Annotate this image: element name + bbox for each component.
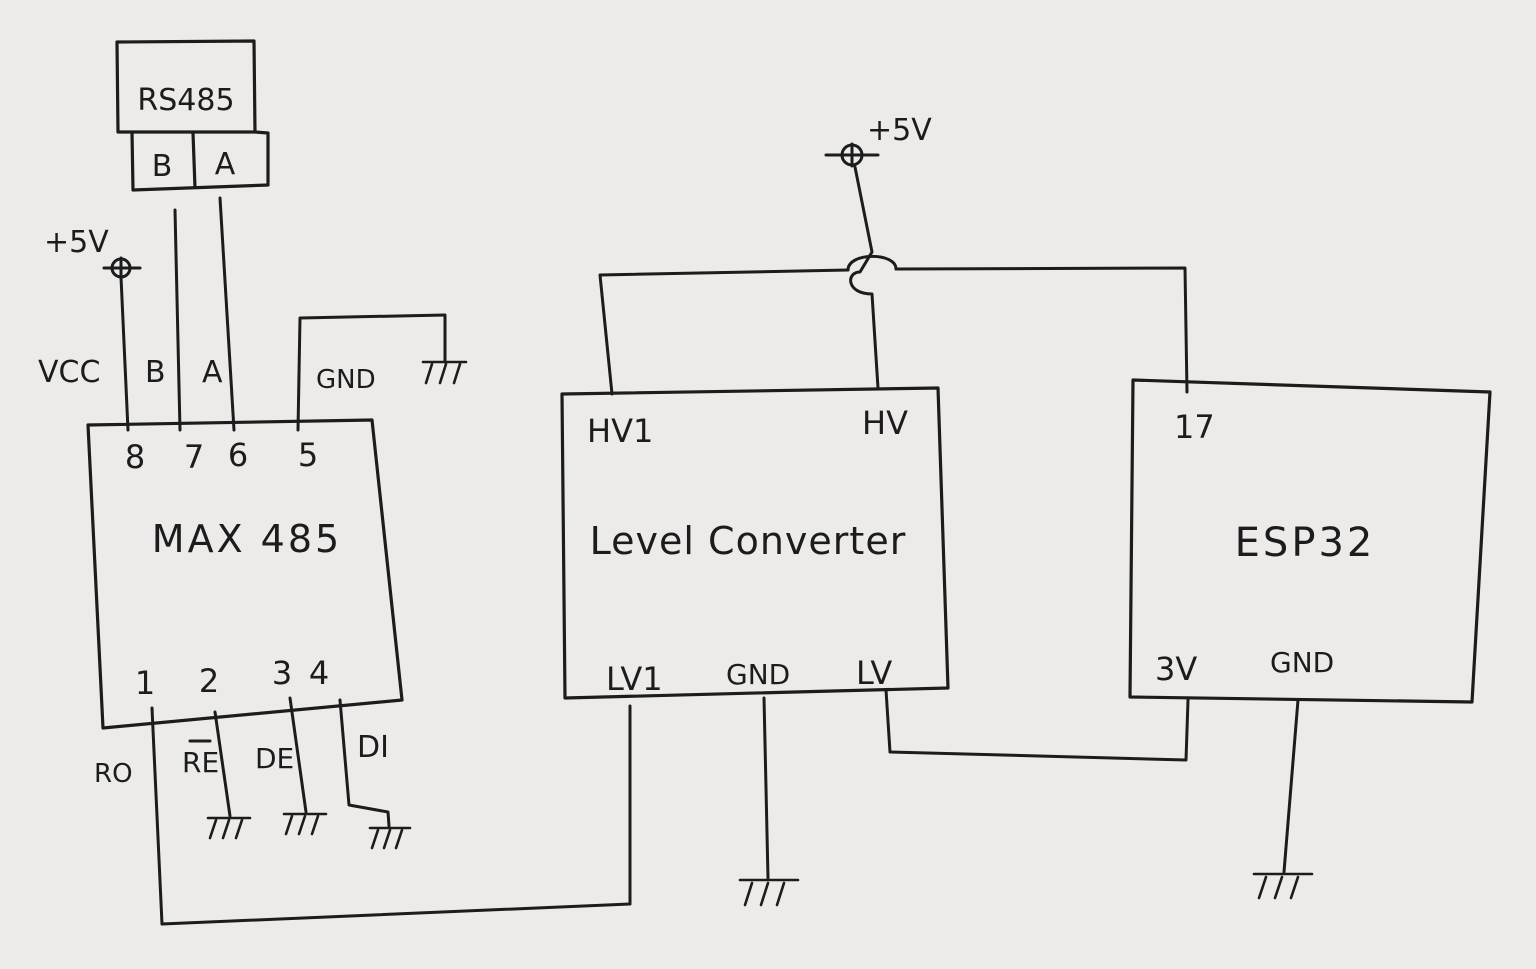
ground-icon: [282, 812, 328, 836]
di-wire: [338, 698, 391, 828]
level-supply-symbol: +5V: [824, 113, 932, 168]
max485-label-re: RE: [182, 746, 219, 779]
rs485-pin-a-label: A: [215, 147, 236, 182]
max485-pin-7: 7: [184, 438, 204, 476]
vcc-wire: [119, 275, 130, 432]
max485-supply-label: +5V: [44, 225, 109, 260]
rs485-pin-b-label: B: [152, 149, 173, 184]
esp32-pin-3v: 3V: [1155, 650, 1197, 688]
level-pin-gnd: GND: [726, 658, 790, 691]
max485-label-a: A: [202, 355, 223, 390]
rs485-title: RS485: [137, 83, 234, 118]
max485-pin-4: 4: [309, 654, 329, 692]
level-pin-hv: HV: [862, 404, 908, 442]
max485-pin-2: 2: [199, 662, 219, 700]
ground-icon: [1252, 872, 1314, 900]
level-pin-lv: LV: [856, 654, 892, 692]
max485-gnd-wire: [296, 313, 447, 432]
ground-icon: [368, 826, 412, 850]
max485-label-gnd: GND: [316, 365, 376, 395]
lv-to-3v-wire: [884, 688, 1190, 762]
esp32-gnd-wire: [1282, 698, 1300, 874]
max485-pin-5: 5: [298, 436, 318, 474]
rs485-connector: RS485 B A: [115, 39, 270, 192]
esp32-module: ESP32 17 3V GND: [1128, 378, 1492, 704]
esp32-pin-gnd: GND: [1270, 646, 1334, 679]
max485-label-b: B: [145, 355, 166, 390]
esp32-pin-17: 17: [1174, 408, 1215, 446]
wire-b: [173, 208, 182, 432]
esp32-title: ESP32: [1235, 520, 1376, 566]
wire-crossover-hop: [846, 254, 898, 272]
level-pin-hv1: HV1: [587, 412, 653, 450]
max485-title: MAX 485: [152, 517, 342, 561]
re-wire: [213, 710, 232, 818]
de-wire: [288, 696, 308, 814]
max485-supply-symbol: +5V: [44, 225, 142, 432]
ground-icon: [206, 816, 252, 840]
ro-to-lv1-wire: [150, 704, 632, 926]
max485-label-ro: RO: [94, 759, 133, 789]
max485-pin-1: 1: [135, 664, 155, 702]
level-converter-title: Level Converter: [590, 519, 907, 563]
hv-supply-wire: [849, 165, 880, 390]
level-pin-lv1: LV1: [606, 660, 663, 698]
level-gnd-wire: [762, 696, 770, 880]
max485-chip: MAX 485 VCC B A GND 8 7 6 5 1 2 3 4: [38, 355, 404, 730]
wire-a: [218, 196, 236, 432]
hv1-to-gpio17-wire: [598, 266, 1189, 396]
max485-label-vcc: VCC: [38, 355, 100, 390]
level-supply-label: +5V: [867, 113, 932, 148]
max485-label-di: DI: [357, 730, 389, 765]
max485-pin-3: 3: [272, 654, 292, 692]
level-converter-module: Level Converter HV1 HV LV1 GND LV: [560, 386, 950, 700]
max485-label-de: DE: [255, 742, 294, 775]
ground-icon: [738, 878, 800, 907]
max485-pin-6: 6: [228, 436, 248, 474]
max485-pin-8: 8: [125, 438, 145, 476]
ground-icon: [421, 360, 468, 385]
